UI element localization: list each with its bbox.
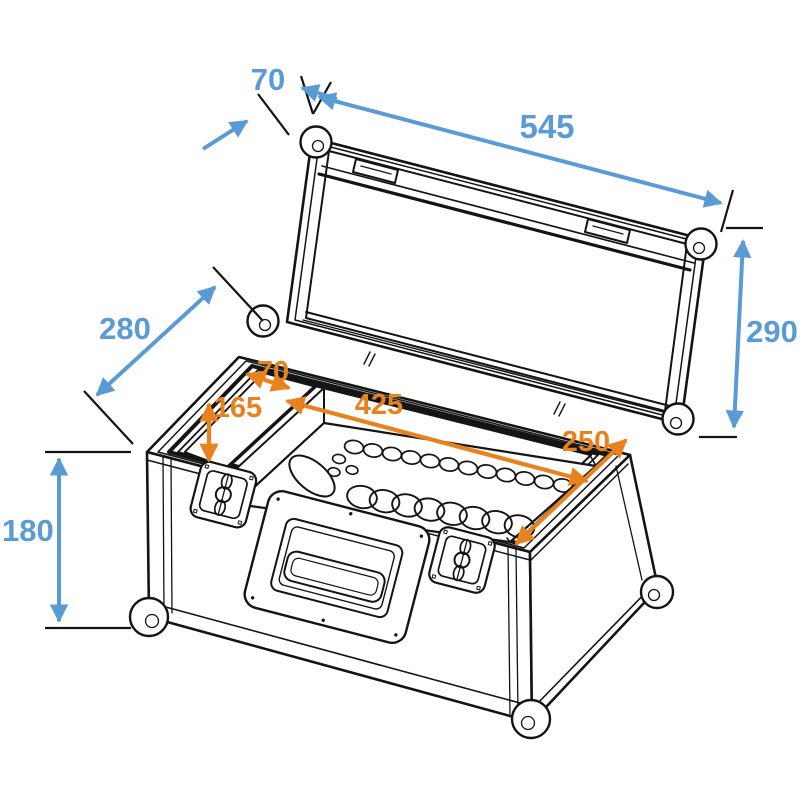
dim-lid-open-height-arrow xyxy=(725,239,752,429)
case-ball-corners xyxy=(128,574,675,740)
dim-label-compartment-width: 70 xyxy=(257,356,289,388)
dim-lid-thickness-arrow xyxy=(201,119,249,151)
dim-label-lid-thickness: 70 xyxy=(251,62,285,97)
dim-label-lid-length: 545 xyxy=(519,108,574,145)
handle-grip-bar xyxy=(283,550,386,603)
dim-label-top-depth: 280 xyxy=(99,311,151,346)
dim-label-insert-length: 425 xyxy=(355,389,403,421)
latch-right xyxy=(428,526,496,594)
recessed-handle xyxy=(243,489,431,645)
dim-label-body-height: 180 xyxy=(2,513,54,548)
dim-label-insert-width: 250 xyxy=(562,426,610,458)
dim-compartment-width-arrow xyxy=(245,370,291,392)
dim-label-lid-open-height: 290 xyxy=(746,314,798,349)
dim-label-compartment-depth: 165 xyxy=(214,392,262,424)
latch-left xyxy=(189,460,258,529)
dim-top-depth-arrow xyxy=(95,285,217,397)
dimension-annotations: 70 545 290 280 180 70 165 425 250 xyxy=(2,62,798,630)
lid-latch-plate-right xyxy=(584,218,631,244)
dim-lid-length-arrow xyxy=(317,92,723,208)
dim-insert-width-arrow xyxy=(514,438,628,546)
